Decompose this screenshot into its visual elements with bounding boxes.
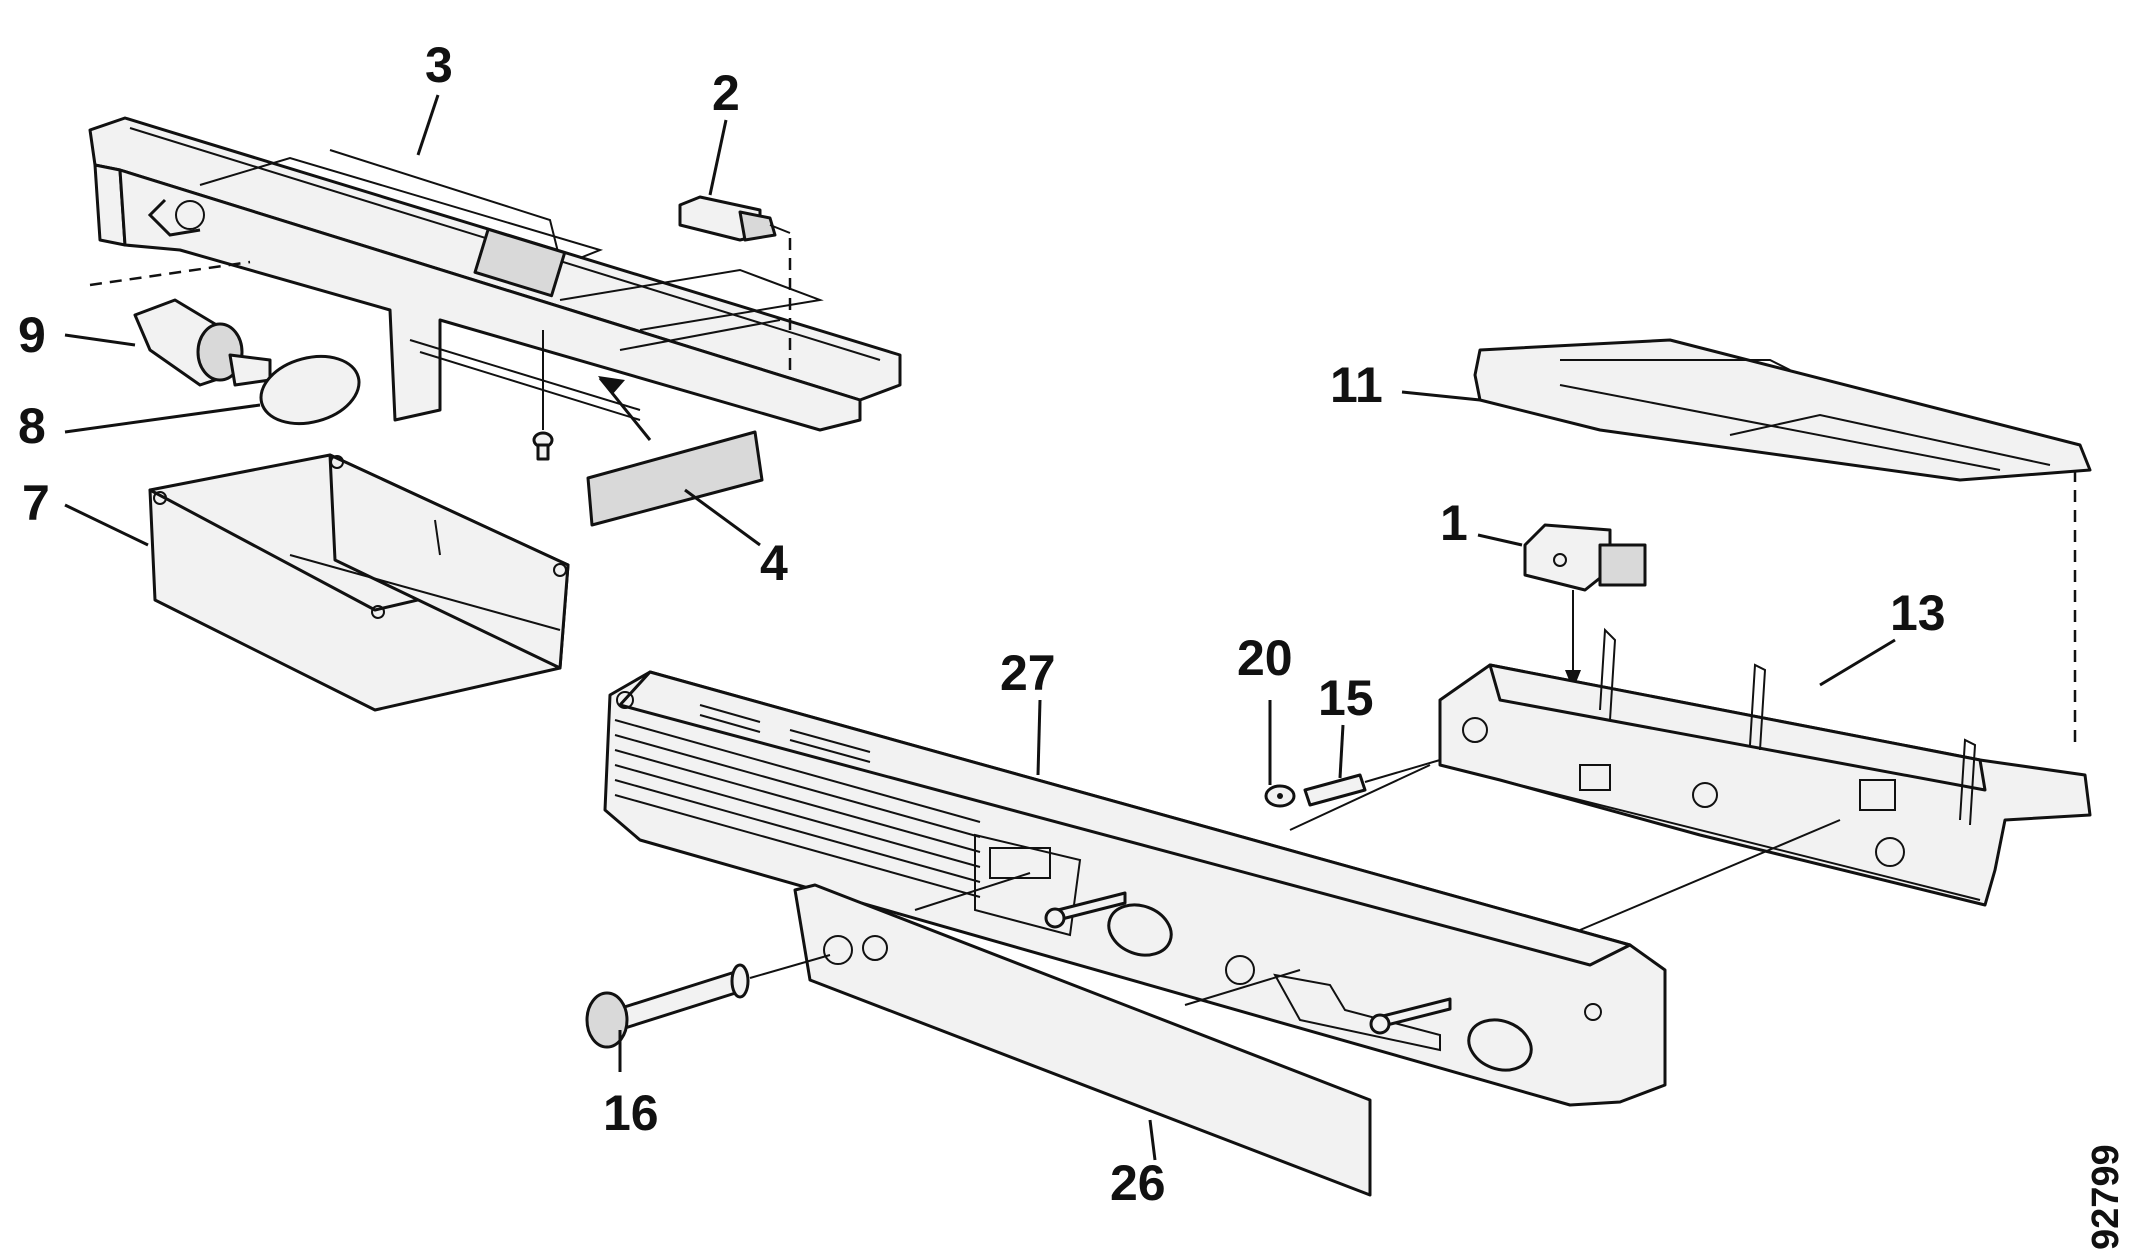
part-20-nut xyxy=(1264,784,1296,808)
callout-26: 26 xyxy=(1110,1155,1166,1211)
fascia-vent-slots xyxy=(614,704,981,898)
part-11-top-plate xyxy=(1473,338,2092,745)
callout-11: 11 xyxy=(1330,357,1383,413)
housing-screw xyxy=(532,330,554,461)
part-2-connector xyxy=(678,195,792,375)
callout-1: 1 xyxy=(1440,495,1468,551)
fascia-screw-left xyxy=(1044,891,1127,929)
leader-lines xyxy=(64,94,1896,1161)
callout-27: 27 xyxy=(1000,645,1056,701)
callout-2: 2 xyxy=(712,65,740,121)
part-15-indicator-lamp xyxy=(1303,759,1441,807)
part-1-switch xyxy=(1523,523,1647,690)
part-16-knob xyxy=(585,954,831,1049)
part-26-front-panel xyxy=(793,872,1372,1197)
callout-9: 9 xyxy=(18,307,46,363)
callout-8: 8 xyxy=(18,398,46,454)
part-27-front-fascia xyxy=(603,670,1667,1107)
figure-reference-number: 92799 xyxy=(2085,1144,2127,1250)
part-7-cover xyxy=(148,453,570,712)
part-3-upper-housing xyxy=(88,116,902,432)
callout-20: 20 xyxy=(1237,630,1293,686)
part-8-bulb xyxy=(228,353,361,426)
callout-15: 15 xyxy=(1318,670,1374,726)
part-4-plate xyxy=(586,376,764,527)
callout-labels: 3 2 9 8 7 4 11 1 13 20 15 27 16 26 xyxy=(18,37,1946,1211)
callout-13: 13 xyxy=(1890,585,1946,641)
callout-16: 16 xyxy=(603,1085,659,1141)
callout-4: 4 xyxy=(760,535,788,591)
callout-3: 3 xyxy=(425,37,453,93)
callout-7: 7 xyxy=(22,475,50,531)
part-9-lamp-holder xyxy=(89,260,251,387)
part-13-base-frame xyxy=(1289,627,2092,931)
fascia-screw-right xyxy=(1369,997,1452,1035)
